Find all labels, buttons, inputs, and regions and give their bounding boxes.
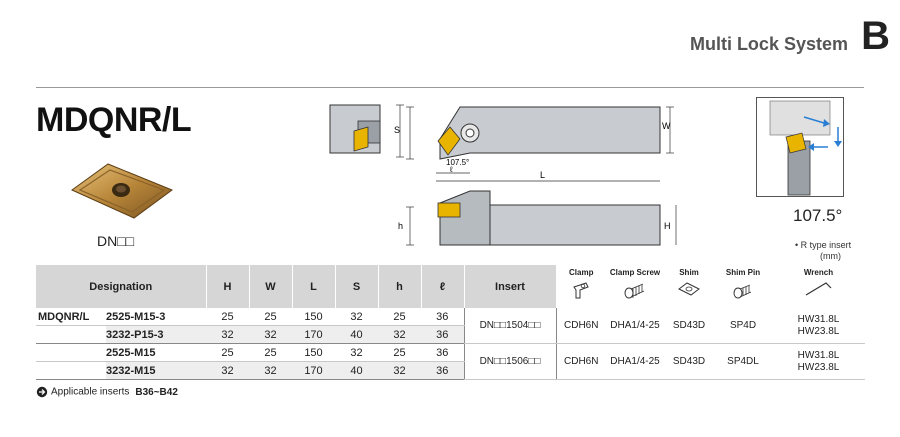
product-code: MDQNR/L [36,101,192,139]
cell-h: 32 [378,361,421,380]
dim-h-label: h [398,221,403,231]
cell-H: 25 [206,343,249,362]
designation-cell: 2525-M15-3 [106,308,206,326]
arrow-circle-icon [36,386,48,398]
dim-L-label: L [540,170,545,180]
unit-note: (mm) [820,251,841,261]
applicable-inserts-label: Applicable inserts [51,386,130,398]
col-l: ℓ [421,265,465,308]
insert-cell: DN□□1504□□ [463,308,557,344]
dim-l-label: ℓ [449,165,453,174]
cell-L: 170 [292,325,335,344]
cell-H: 32 [206,361,249,380]
applicable-inserts-range[interactable]: B36~B42 [135,386,178,398]
insert-type-label: DN□□ [97,233,135,249]
series-name: MDQNR/L [36,308,106,326]
designation-cell: 3232-M15 [106,361,206,380]
shim-pin-cell: SP4D [714,308,772,344]
designation-cell: 2525-M15 [106,343,206,362]
wrench-cell: HW31.8L HW23.8L [772,308,865,344]
tool-holder-drawing: S W 107.5° ℓ L h H [329,104,677,246]
angle-small-label: 107.5° [446,158,469,167]
clamp-cell: CDH6N [556,343,606,380]
application-diagram [756,97,844,197]
applicable-inserts-note: Applicable inserts B36~B42 [36,386,178,398]
cell-W: 25 [249,343,292,362]
cell-L: 150 [292,308,335,326]
cell-W: 25 [249,308,292,326]
cell-W: 32 [249,325,292,344]
spec-table: Designation H W L S h ℓ Insert Clamp Cla… [36,265,865,380]
col-wrench: Wrench [772,265,865,308]
wrench-1: HW31.8L [797,313,840,325]
cell-L: 150 [292,343,335,362]
table-row: 3232-P15-3 32 32 170 40 32 36 [36,325,865,344]
col-shim-label: Shim [679,268,699,277]
r-type-note: • R type insert [795,240,852,250]
cell-h: 32 [378,325,421,344]
dim-H-label: H [664,221,671,231]
cell-h: 25 [378,308,421,326]
cell-l: 36 [421,325,464,344]
insert-image [71,163,174,219]
clamp-screw-icon [624,283,645,299]
dim-W-label: W [662,121,671,131]
wrench-cell: HW31.8L HW23.8L [772,343,865,380]
insert-cell: DN□□1506□□ [463,343,557,380]
col-shim-pin-label: Shim Pin [725,268,761,277]
cell-S: 40 [335,325,378,344]
clamp-cell: CDH6N [556,308,606,344]
wrench-2: HW23.8L [797,361,840,373]
shim-pin-cell: SP4DL [714,343,772,380]
cell-H: 25 [206,308,249,326]
designation-cell: 3232-P15-3 [106,325,206,344]
shim-cell: SD43D [664,343,714,380]
cell-H: 32 [206,325,249,344]
col-h: h [378,265,422,308]
table-row: 3232-M15 32 32 170 40 32 36 [36,361,865,380]
cell-L: 170 [292,361,335,380]
col-clamp-screw: Clamp Screw [606,265,664,308]
col-L: L [292,265,336,308]
table-row: 2525-M15 25 25 150 32 25 36 DN□□1506□□ C… [36,343,865,380]
cell-l: 36 [421,361,464,380]
clamp-screw-cell: DHA1/4-25 [606,343,664,380]
shim-cell: SD43D [664,308,714,344]
cell-l: 36 [421,308,464,326]
col-W: W [249,265,293,308]
col-shim-pin: Shim Pin [714,265,772,308]
wrench-2: HW23.8L [797,325,840,337]
col-clamp-label: Clamp [569,268,594,277]
col-wrench-label: Wrench [803,268,834,277]
cell-h: 25 [378,343,421,362]
cell-l: 36 [421,343,464,362]
cell-S: 32 [335,343,378,362]
col-insert: Insert [464,265,557,308]
col-S: S [335,265,379,308]
clamp-icon [573,282,589,299]
col-H: H [206,265,250,308]
col-clamp-screw-label: Clamp Screw [609,268,661,277]
table-row: MDQNR/L 2525-M15-3 25 25 150 32 25 36 DN… [36,308,865,344]
cell-S: 32 [335,308,378,326]
col-clamp: Clamp [556,265,606,308]
cell-S: 40 [335,361,378,380]
section-letter: B [861,14,890,58]
shim-icon [678,282,700,296]
wrench-1: HW31.8L [797,349,840,361]
col-shim: Shim [664,265,714,308]
cell-W: 32 [249,361,292,380]
col-designation: Designation [36,265,207,308]
system-title: Multi Lock System [689,34,848,54]
clamp-screw-cell: DHA1/4-25 [606,308,664,344]
header-divider [36,87,864,88]
dim-S-label: S [394,125,400,135]
approach-angle-label: 107.5° [793,206,843,225]
shim-pin-icon [733,284,752,299]
wrench-icon [805,282,831,296]
